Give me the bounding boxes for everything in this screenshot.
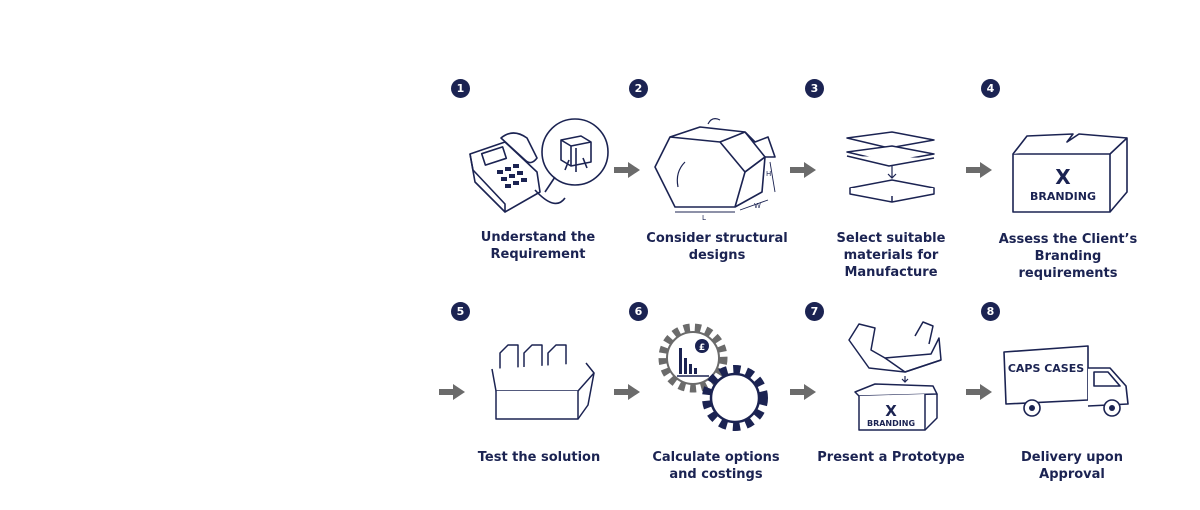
arrow-right-icon — [790, 162, 816, 178]
step-3-badge: 3 — [805, 79, 824, 98]
step-6-badge: 6 — [629, 302, 648, 321]
truck-label: CAPS CASES — [1008, 362, 1084, 375]
arrow-right-icon — [966, 162, 992, 178]
gears-icon: £ — [658, 323, 768, 431]
step-2-caption: Consider structural designs — [646, 231, 788, 263]
step-8-caption: Delivery upon Approval — [1021, 450, 1123, 482]
brand-word: BRANDING — [1030, 190, 1096, 203]
arrow-right-icon — [966, 384, 992, 400]
prototype-box-icon: X BRANDING — [848, 321, 942, 431]
step-4-badge: 4 — [981, 79, 1000, 98]
step-5-caption: Test the solution — [477, 450, 601, 465]
arrow-right-icon — [614, 162, 640, 178]
currency-symbol: £ — [699, 343, 705, 353]
delivery-truck-icon: CAPS CASES — [1003, 345, 1129, 417]
step-4-caption: Assess the Client’s Branding requirement… — [998, 232, 1138, 281]
step-1-badge: 1 — [451, 79, 470, 98]
prototype-brand-word: BRANDING — [867, 419, 915, 428]
arrow-right-icon — [614, 384, 640, 400]
divider-box-icon — [491, 344, 595, 420]
step-7-badge: 7 — [805, 302, 824, 321]
dim-l-label: L — [702, 214, 706, 222]
step-5-badge: 5 — [451, 302, 470, 321]
branded-box-icon: X BRANDING — [1012, 133, 1128, 213]
prototype-brand-x: X — [885, 402, 897, 420]
dim-w-label: W — [754, 202, 761, 210]
material-layers-icon — [846, 131, 935, 203]
dim-h-label: H — [766, 170, 771, 178]
step-7-caption: Present a Prototype — [817, 450, 965, 465]
brand-x-mark: X — [1055, 165, 1071, 189]
arrow-right-icon — [439, 384, 465, 400]
telephone-icon — [469, 118, 609, 213]
step-3-caption: Select suitable materials for Manufactur… — [836, 231, 946, 280]
step-8-badge: 8 — [981, 302, 1000, 321]
step-6-caption: Calculate options and costings — [652, 450, 780, 482]
step-2-badge: 2 — [629, 79, 648, 98]
step-1-caption: Understand the Requirement — [480, 230, 596, 262]
arrow-right-icon — [790, 384, 816, 400]
box-structure-icon: L W H — [654, 118, 776, 222]
